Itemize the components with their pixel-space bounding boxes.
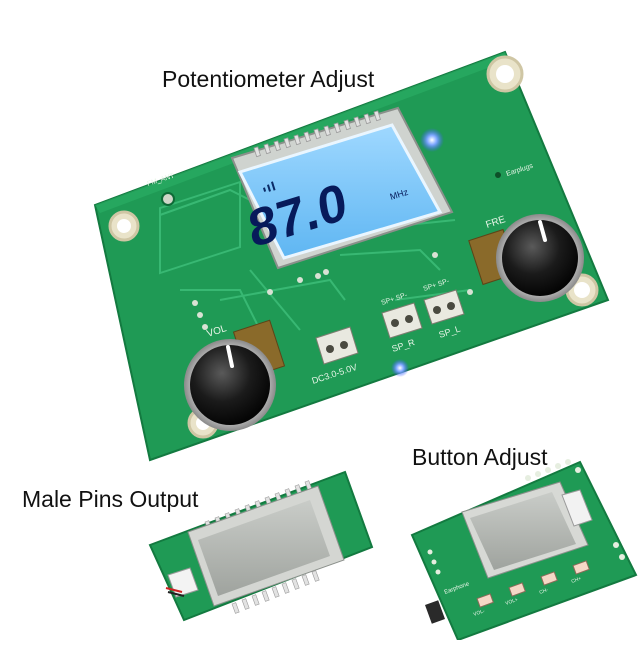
button-board-side-pads [427,542,625,575]
signal-icon [263,181,276,192]
tact-button-2 [508,582,526,597]
sp-r-connector [381,302,423,339]
lcd-screen [237,123,443,260]
main-board: FM_ANT 87.0 MHz [93,50,610,462]
dc-connector [315,326,359,365]
label-btn-1: VOL- [473,608,486,618]
button-board: Earphone VOL- VOL+ CH- CH+ [410,459,638,642]
sp-l-connector [423,289,465,325]
solder-pads [192,252,473,330]
caption-button-adjust: Button Adjust [412,444,548,470]
earphone-jack [425,600,445,624]
caption-potentiometer-adjust: Potentiometer Adjust [162,66,375,92]
led-glow-icon [420,128,444,152]
tact-button-4 [572,560,590,575]
caption-male-pins-output: Male Pins Output [22,486,199,512]
male-pins-bottom [231,570,320,614]
label-btn-2: VOL+ [505,597,519,607]
button-board-pins [525,459,581,481]
label-btn-3: CH- [539,587,550,596]
fre-knob [468,214,584,302]
male-pin-lcd [198,500,330,596]
lcd-pins [253,110,381,158]
tact-button-3 [540,571,558,586]
vol-knob [184,319,286,431]
male-pin-board [148,470,374,622]
button-board-lcd [470,492,576,570]
label-btn-4: CH+ [571,576,583,585]
earplug-jack [495,172,501,178]
antenna-pad [161,192,175,206]
tact-button-1 [476,593,494,608]
led-glow-icon [391,359,409,377]
